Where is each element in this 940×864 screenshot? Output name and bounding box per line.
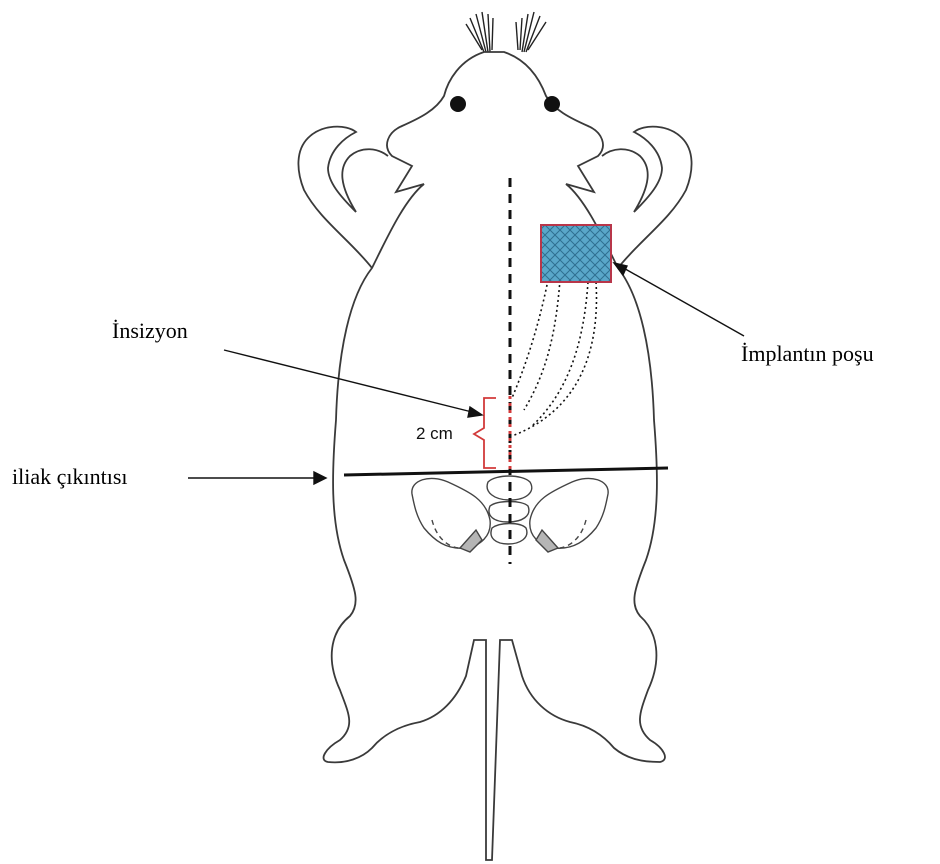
- right-forelimb: [602, 127, 692, 268]
- right-eye-icon: [544, 96, 560, 112]
- incision-label: İnsizyon: [112, 320, 188, 342]
- implant-pocket-label: İmplantın poşu: [741, 343, 874, 365]
- left-eye-icon: [450, 96, 466, 112]
- implant-mesh-icon: [541, 225, 611, 282]
- iliac-crest-label: iliak çıkıntısı: [12, 466, 128, 488]
- left-forelimb: [298, 127, 388, 268]
- distance-label: 2 cm: [416, 425, 453, 442]
- body-outline: [324, 52, 665, 860]
- whiskers-icon: [466, 12, 546, 52]
